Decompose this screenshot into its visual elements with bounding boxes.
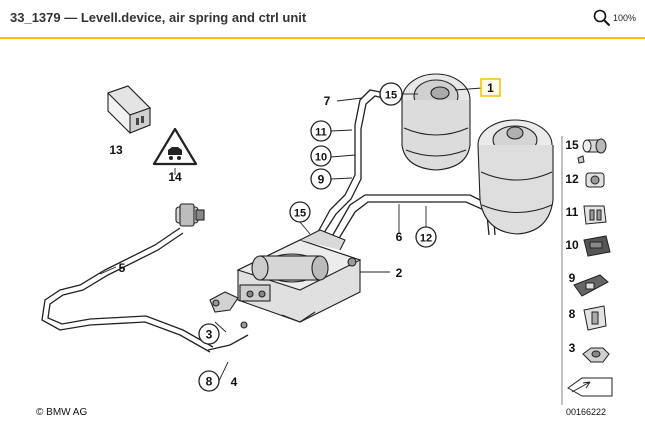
small-parts-column: 15 12 11 10 9 8	[561, 136, 613, 405]
svg-text:3: 3	[206, 328, 213, 342]
part-12-connector	[585, 172, 605, 188]
callout-2: 2	[396, 266, 403, 280]
svg-text:7: 7	[324, 94, 331, 108]
svg-text:11: 11	[566, 205, 579, 219]
callout-15-top: 15	[379, 82, 403, 106]
callout-8: 8	[198, 370, 220, 392]
svg-text:1: 1	[487, 81, 494, 95]
svg-text:9: 9	[569, 271, 576, 285]
callout-13: 13	[109, 143, 123, 157]
parts-diagram: 1 2 3 4 5 6 7 8 9 10 11 12 13 14	[0, 39, 645, 437]
svg-text:3: 3	[569, 341, 576, 355]
svg-text:9: 9	[318, 173, 325, 187]
part-8-clamp	[583, 305, 607, 331]
callout-12: 12	[415, 226, 437, 248]
callout-11: 11	[310, 120, 332, 142]
part-3-nut	[582, 347, 610, 363]
callout-14: 14	[168, 170, 182, 184]
svg-text:14: 14	[168, 170, 182, 184]
svg-text:12: 12	[420, 233, 432, 245]
svg-text:12: 12	[565, 172, 579, 186]
svg-text:8: 8	[206, 375, 213, 389]
part-9-bracket	[573, 274, 609, 297]
callout-9: 9	[310, 168, 332, 190]
zoom-level: 100%	[613, 13, 637, 23]
callout-4: 4	[231, 375, 238, 389]
callout-10: 10	[310, 145, 332, 167]
air-spring-rear	[477, 119, 554, 235]
header-bar: 33_1379 — Levell.device, air spring and …	[0, 0, 645, 36]
page-title: 33_1379 — Levell.device, air spring and …	[10, 10, 307, 25]
svg-text:15: 15	[565, 138, 579, 152]
drawing-number: 00166222	[566, 407, 606, 417]
compressor-unit-part-2	[209, 229, 362, 329]
svg-text:13: 13	[109, 143, 123, 157]
callout-15-middle: 15	[289, 201, 311, 223]
svg-text:6: 6	[396, 230, 403, 244]
svg-text:4: 4	[231, 375, 238, 389]
magnifier-icon	[593, 9, 611, 27]
control-unit-part-13	[106, 85, 152, 134]
leader-lines	[99, 87, 483, 384]
zoom-button[interactable]: 100%	[593, 7, 641, 29]
part-10-valve	[583, 235, 611, 257]
part-15-fitting	[577, 138, 607, 164]
callout-1: 1	[480, 78, 501, 97]
svg-text:10: 10	[315, 152, 327, 164]
header-accent-rule	[0, 37, 645, 39]
svg-text:5: 5	[119, 261, 126, 275]
svg-text:10: 10	[565, 238, 579, 252]
pressure-sensor-part-5	[175, 203, 205, 227]
rubber-mat-arrow-icon	[567, 377, 613, 397]
callout-3: 3	[198, 323, 220, 345]
svg-text:11: 11	[315, 127, 327, 139]
air-spring-front	[401, 73, 471, 171]
copyright-text: © BMW AG	[36, 407, 87, 418]
svg-text:15: 15	[294, 208, 306, 220]
callout-7: 7	[324, 94, 331, 108]
callout-5: 5	[119, 261, 126, 275]
part-11-clip	[583, 205, 607, 225]
warning-label-part-14	[152, 127, 198, 166]
callout-6: 6	[396, 230, 403, 244]
svg-text:2: 2	[396, 266, 403, 280]
svg-text:15: 15	[385, 90, 397, 102]
svg-text:8: 8	[569, 307, 576, 321]
